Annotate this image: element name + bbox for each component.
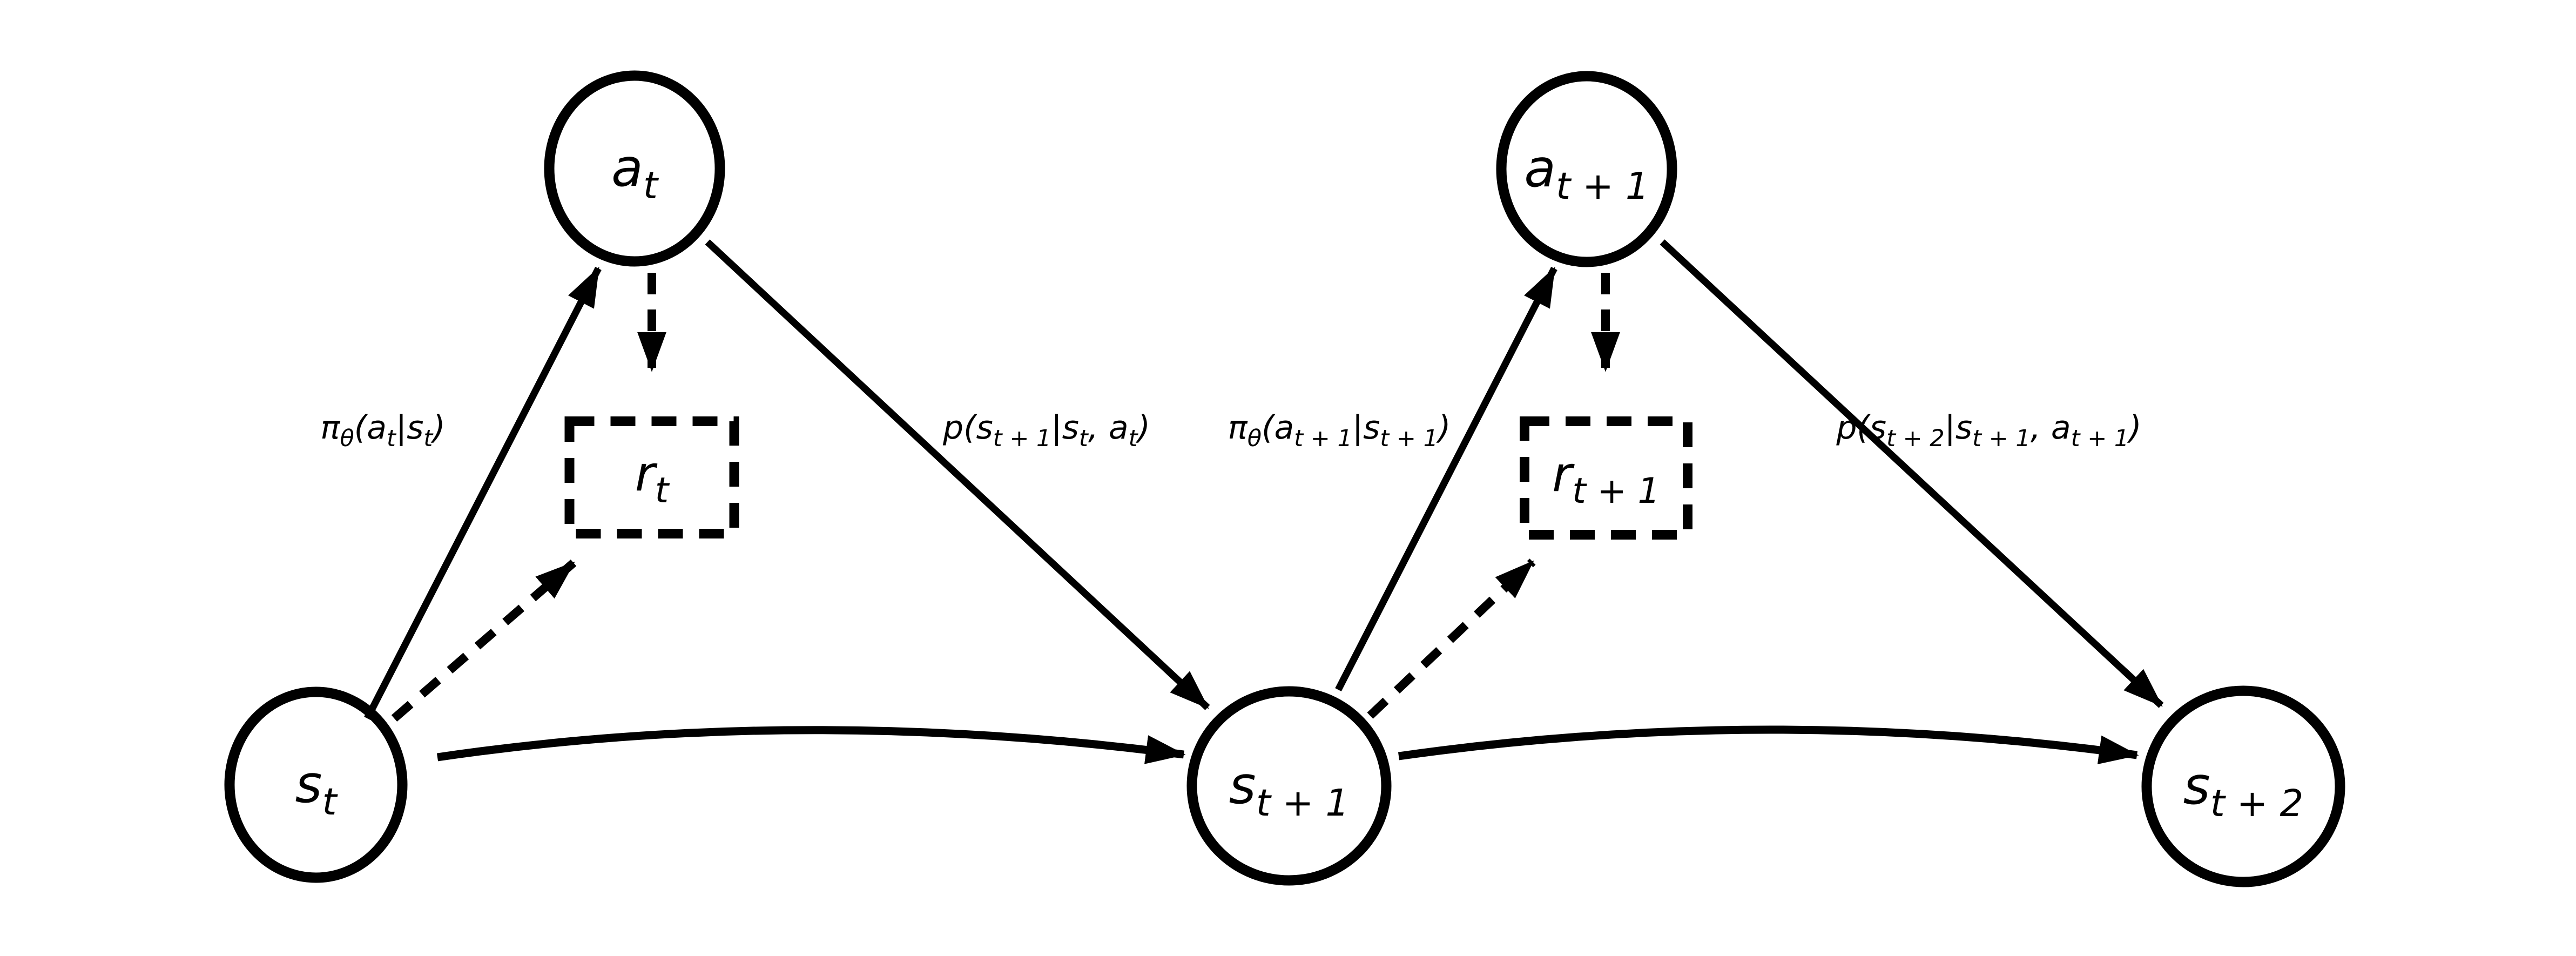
edge-state-flow-t: [436, 726, 1186, 764]
state-node-s-t2: [2141, 685, 2345, 887]
node-label-s-t: st: [295, 754, 338, 824]
node-label-s-t2: st + 2: [2183, 756, 2304, 825]
reward-box-r-t1: [1520, 416, 1692, 540]
action-node-a-t: [544, 70, 725, 267]
edge-state-flow-t1: [1398, 725, 2139, 765]
node-label-r-t1: rt + 1: [1552, 446, 1660, 511]
node-label-a-t1: at + 1: [1524, 138, 1649, 208]
state-node-s-t: [224, 686, 408, 883]
state-node-s-t1: [1186, 686, 1392, 886]
reward-box-r-t: [564, 416, 739, 538]
edge-label-transition-t: p(st + 1|st, at): [942, 409, 1150, 452]
edge-policy-t1: [1335, 266, 1557, 691]
edge-label-transition-t1: p(st + 2|st + 1, at + 1): [1836, 409, 2141, 452]
edge-reward-from-state-t: [391, 559, 577, 722]
edge-reward-from-state-t1: [1367, 558, 1536, 719]
node-label-s-t1: st + 1: [1229, 755, 1350, 825]
edge-transition-t1: [1660, 239, 2164, 708]
node-layer: st at st + 1 at + 1 st + 2 rt rt + 1: [224, 70, 2345, 887]
node-label-a-t: at: [611, 138, 659, 207]
edge-policy-t: [364, 266, 602, 720]
edge-label-policy-t1: πθ(at + 1|st + 1): [1228, 409, 1451, 452]
edge-label-layer: πθ(at|st) p(st + 1|st, at) πθ(at + 1|st + …: [320, 409, 2141, 452]
edge-label-policy-t: πθ(at|st): [320, 409, 445, 452]
node-label-r-t: rt: [635, 446, 670, 511]
edge-layer: [364, 239, 2164, 765]
action-node-a-t1: [1496, 71, 1677, 267]
edge-transition-t: [705, 239, 1210, 710]
